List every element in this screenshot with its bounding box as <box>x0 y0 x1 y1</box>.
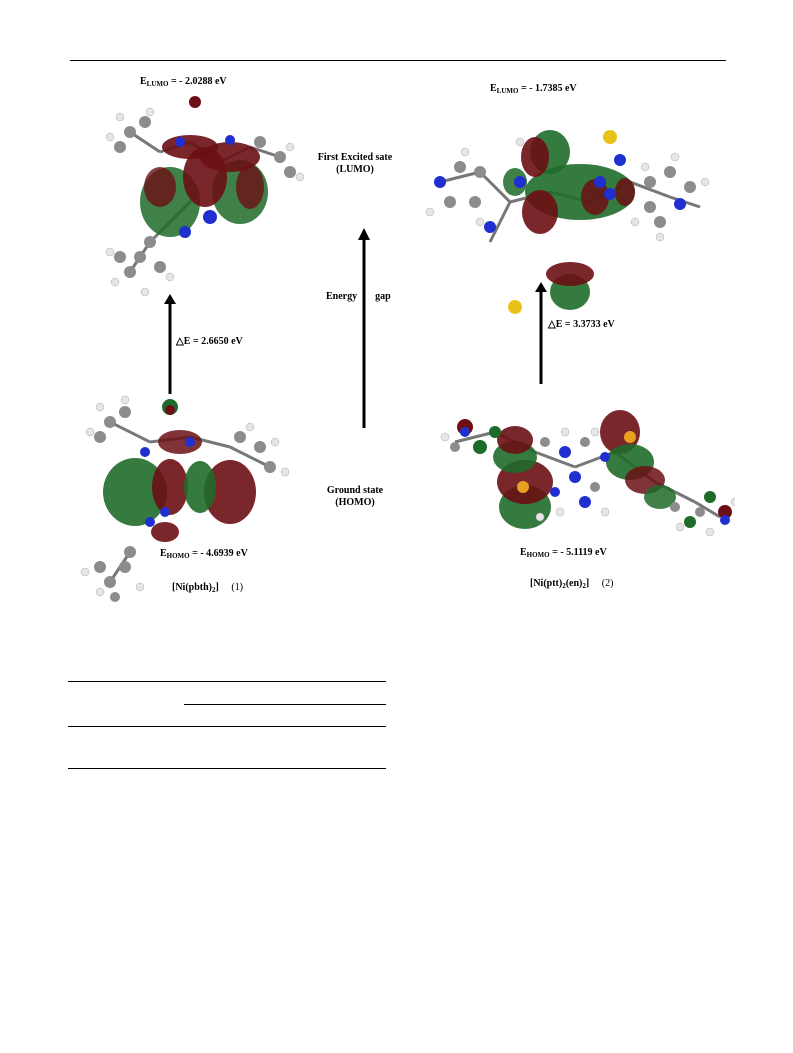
left-gap-label: △E = 2.6650 eV <box>176 336 243 347</box>
table-header-subrule <box>184 704 386 705</box>
left-gap-arrow <box>164 294 176 394</box>
table-header-rule <box>68 726 386 727</box>
right-homo-molecule <box>440 410 735 537</box>
delta-icon: △ <box>176 336 184 347</box>
delta-icon: △ <box>548 319 556 330</box>
left-lumo-energy-label: ELUMO = - 2.0288 eV <box>140 76 227 88</box>
right-lumo-energy-label: ELUMO = - 1.7385 eV <box>490 83 577 95</box>
right-lumo-molecule <box>425 130 710 314</box>
right-homo-energy-label: EHOMO = - 5.1119 eV <box>520 547 607 559</box>
energy-gap-arrow <box>358 228 370 428</box>
table-top-rule <box>68 681 386 682</box>
right-gap-label: △E = 3.3733 eV <box>548 319 615 330</box>
right-gap-arrow <box>535 282 547 384</box>
left-homo-molecule <box>80 395 290 602</box>
header-rule <box>70 60 726 61</box>
right-compound-label: [Ni(ptt)2(en)2] (2) <box>530 578 614 590</box>
table-bottom-rule <box>68 768 386 769</box>
excited-state-label: First Excited sate (LUMO) <box>317 152 393 175</box>
left-homo-energy-label: EHOMO = - 4.6939 eV <box>160 548 248 560</box>
homo-lumo-figure: ELUMO = - 2.0288 eV <box>70 62 735 622</box>
left-compound-label: [Ni(pbth)2] (1) <box>172 582 244 594</box>
left-lumo-molecule <box>105 96 305 297</box>
ground-state-label: Ground state (HOMO) <box>326 485 384 508</box>
